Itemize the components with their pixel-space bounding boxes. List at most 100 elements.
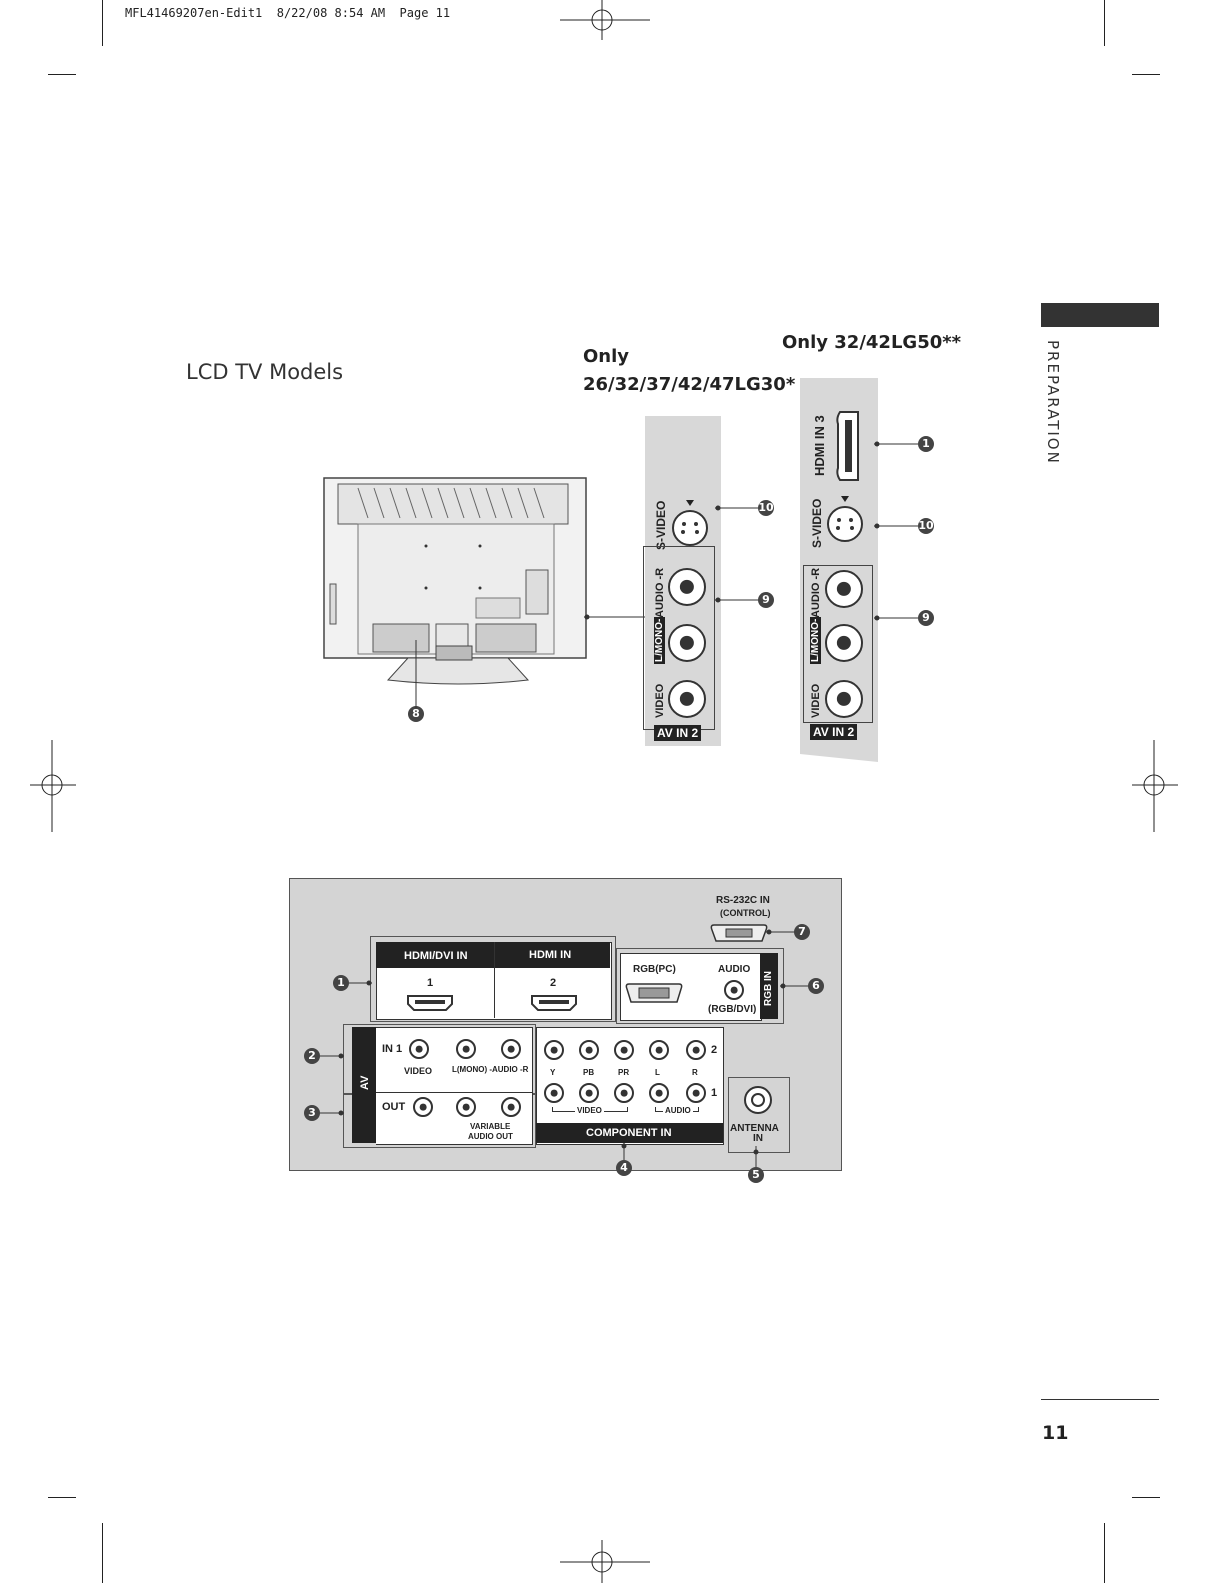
variant-a-only-label: Only: [583, 346, 630, 367]
component-1-pb-jack: [579, 1083, 599, 1103]
callout-8: 8: [408, 706, 424, 722]
audio-out-label: AUDIO OUT: [468, 1132, 513, 1141]
video-jack: [668, 680, 706, 718]
leader-line: [348, 980, 372, 986]
component-y-label: Y: [550, 1068, 556, 1077]
leader-line: [874, 441, 918, 447]
component-1-y-jack: [544, 1083, 564, 1103]
component-2-r-jack: [686, 1040, 706, 1060]
crop-mark: [102, 1523, 103, 1583]
antenna-port-icon: [744, 1086, 772, 1114]
leader-line: [318, 1110, 344, 1116]
rgb-dvi-label: (RGB/DVI): [708, 1004, 757, 1015]
callout-3: 3: [304, 1105, 320, 1121]
hdmi-1-label: 1: [427, 977, 434, 989]
av-label: AV: [359, 1075, 371, 1090]
svideo-port-icon: [827, 496, 863, 542]
print-header: MFL41469207en-Edit1 8/22/08 8:54 AM Page…: [125, 6, 451, 20]
hdmi-frame: [370, 936, 616, 1022]
av-in-video-jack: [409, 1039, 429, 1059]
callout-7: 7: [794, 924, 810, 940]
av-out-video-jack: [413, 1097, 433, 1117]
registration-mark: [1132, 740, 1178, 832]
tv-rear-illustration: [323, 477, 587, 685]
side-b-svideo-label: S-VIDEO: [810, 498, 824, 548]
leader-line: [874, 523, 918, 529]
registration-mark: [560, 0, 650, 40]
callout-10: 10: [758, 500, 774, 516]
page-number: 11: [1042, 1422, 1069, 1444]
variant-b-models: Only 32/42LG50**: [782, 332, 962, 353]
crop-mark: [1104, 0, 1105, 46]
component-video-label: VIDEO: [575, 1106, 604, 1115]
leader-line: [874, 615, 918, 621]
callout-4: 4: [616, 1160, 632, 1176]
side-b-audio-l-label: L/MONO-: [810, 616, 821, 664]
audio-r-jack: [668, 568, 706, 606]
section-tab-label: PREPARATION: [1044, 340, 1062, 465]
rs232-port-icon: [710, 924, 768, 942]
rgb-port-icon: [625, 983, 683, 1003]
antenna-in-label: IN: [753, 1133, 763, 1144]
audio-r-jack: [825, 570, 863, 608]
callout-5: 5: [748, 1167, 764, 1183]
hdmi-port-icon: [531, 995, 577, 1011]
leader-line: [415, 640, 417, 708]
side-a-svideo-label: S-VIDEO: [654, 500, 668, 550]
crop-mark: [1132, 1497, 1160, 1498]
av-in-audio-l-jack: [456, 1039, 476, 1059]
component-2-pb-jack: [579, 1040, 599, 1060]
component-row1-label: 1: [711, 1087, 718, 1099]
hdmi-2-label: 2: [550, 977, 557, 989]
section-heading: LCD TV Models: [186, 360, 344, 384]
hdmi-port-icon: [407, 995, 453, 1011]
side-a-av-in-badge: AV IN 2: [654, 725, 702, 741]
component-1-r-jack: [686, 1083, 706, 1103]
rgb-audio-label: AUDIO: [718, 964, 751, 975]
callout-6: 6: [808, 978, 824, 994]
leader-line: [780, 983, 810, 989]
component-row2-label: 2: [711, 1044, 718, 1056]
hdmi-header-bar: [376, 942, 610, 968]
av-in-audio-r-jack: [501, 1039, 521, 1059]
registration-mark: [560, 1540, 650, 1583]
video-jack: [825, 680, 863, 718]
av-side-bar: [352, 1027, 376, 1143]
side-a-video-label: VIDEO: [654, 683, 666, 718]
antenna-block: [728, 1077, 790, 1153]
leader-line: [584, 614, 646, 620]
av-out-audio-r-jack: [501, 1097, 521, 1117]
audio-l-jack: [825, 624, 863, 662]
footer-rule: [1041, 1399, 1159, 1400]
component-1-pr-jack: [614, 1083, 634, 1103]
av-in1-label: IN 1: [382, 1043, 403, 1055]
side-a-audio-r-label: AUDIO -R: [654, 567, 666, 618]
side-b-av-in-badge: AV IN 2: [810, 724, 858, 740]
side-b-audio-r-label: AUDIO -R: [810, 567, 822, 618]
component-l-label: L: [655, 1068, 660, 1077]
leader-line: [621, 1143, 627, 1163]
av-in-audio-label: L(MONO) -AUDIO -R: [452, 1065, 529, 1074]
rs232-label: RS-232C IN: [716, 895, 770, 906]
av-divider: [376, 1092, 532, 1093]
component-2-l-jack: [649, 1040, 669, 1060]
leader-line: [766, 929, 796, 935]
variable-label: VARIABLE: [470, 1122, 511, 1131]
section-tab-bar: [1041, 303, 1159, 327]
leader-line: [318, 1053, 344, 1059]
av-out-label: OUT: [382, 1101, 406, 1113]
antenna-label: ANTENNA: [730, 1123, 779, 1134]
av-in-video-label: VIDEO: [404, 1066, 433, 1076]
component-2-pr-jack: [614, 1040, 634, 1060]
rgb-in-label: RGB IN: [763, 971, 774, 1006]
hdmi-divider: [494, 942, 495, 1018]
component-1-l-jack: [649, 1083, 669, 1103]
component-r-label: R: [692, 1068, 698, 1077]
hdmi-dvi-label: HDMI/DVI IN: [404, 950, 468, 962]
crop-mark: [1104, 1523, 1105, 1583]
callout-2: 2: [304, 1048, 320, 1064]
component-in-label: COMPONENT IN: [586, 1127, 672, 1139]
component-audio-label: AUDIO: [663, 1106, 693, 1115]
av-out-audio-l-jack: [456, 1097, 476, 1117]
leader-line: [715, 505, 761, 511]
